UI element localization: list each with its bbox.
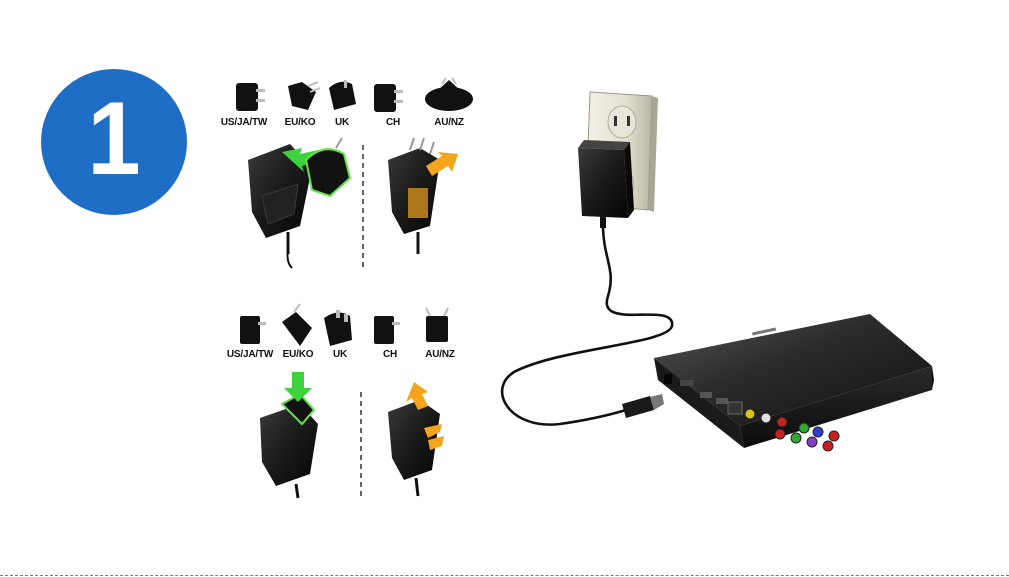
bottom-plug-eu-icon xyxy=(282,304,312,346)
top-plug-ch-icon xyxy=(374,84,403,112)
top-plug-us-icon xyxy=(236,83,265,111)
top-plug-eu-icon xyxy=(288,82,320,110)
top-right-adapter-icon xyxy=(388,138,440,254)
bottom-left-adapter-icon xyxy=(260,394,318,498)
dc-plug-icon xyxy=(622,394,664,418)
bottom-plug-uk-icon xyxy=(324,310,352,346)
bottom-dashed-line xyxy=(0,575,1009,576)
top-plug-uk-icon xyxy=(329,80,356,110)
power-cable xyxy=(502,228,672,425)
bottom-plug-au-icon xyxy=(426,308,448,342)
media-player-icon xyxy=(654,314,934,451)
power-adapter-icon xyxy=(578,140,634,228)
top-left-plug-head-icon xyxy=(306,138,350,196)
bottom-insert-arrow-icon xyxy=(284,372,312,402)
top-plug-au-icon xyxy=(425,78,473,111)
bottom-plug-us-icon xyxy=(240,316,266,344)
bottom-plug-ch-icon xyxy=(374,316,400,344)
